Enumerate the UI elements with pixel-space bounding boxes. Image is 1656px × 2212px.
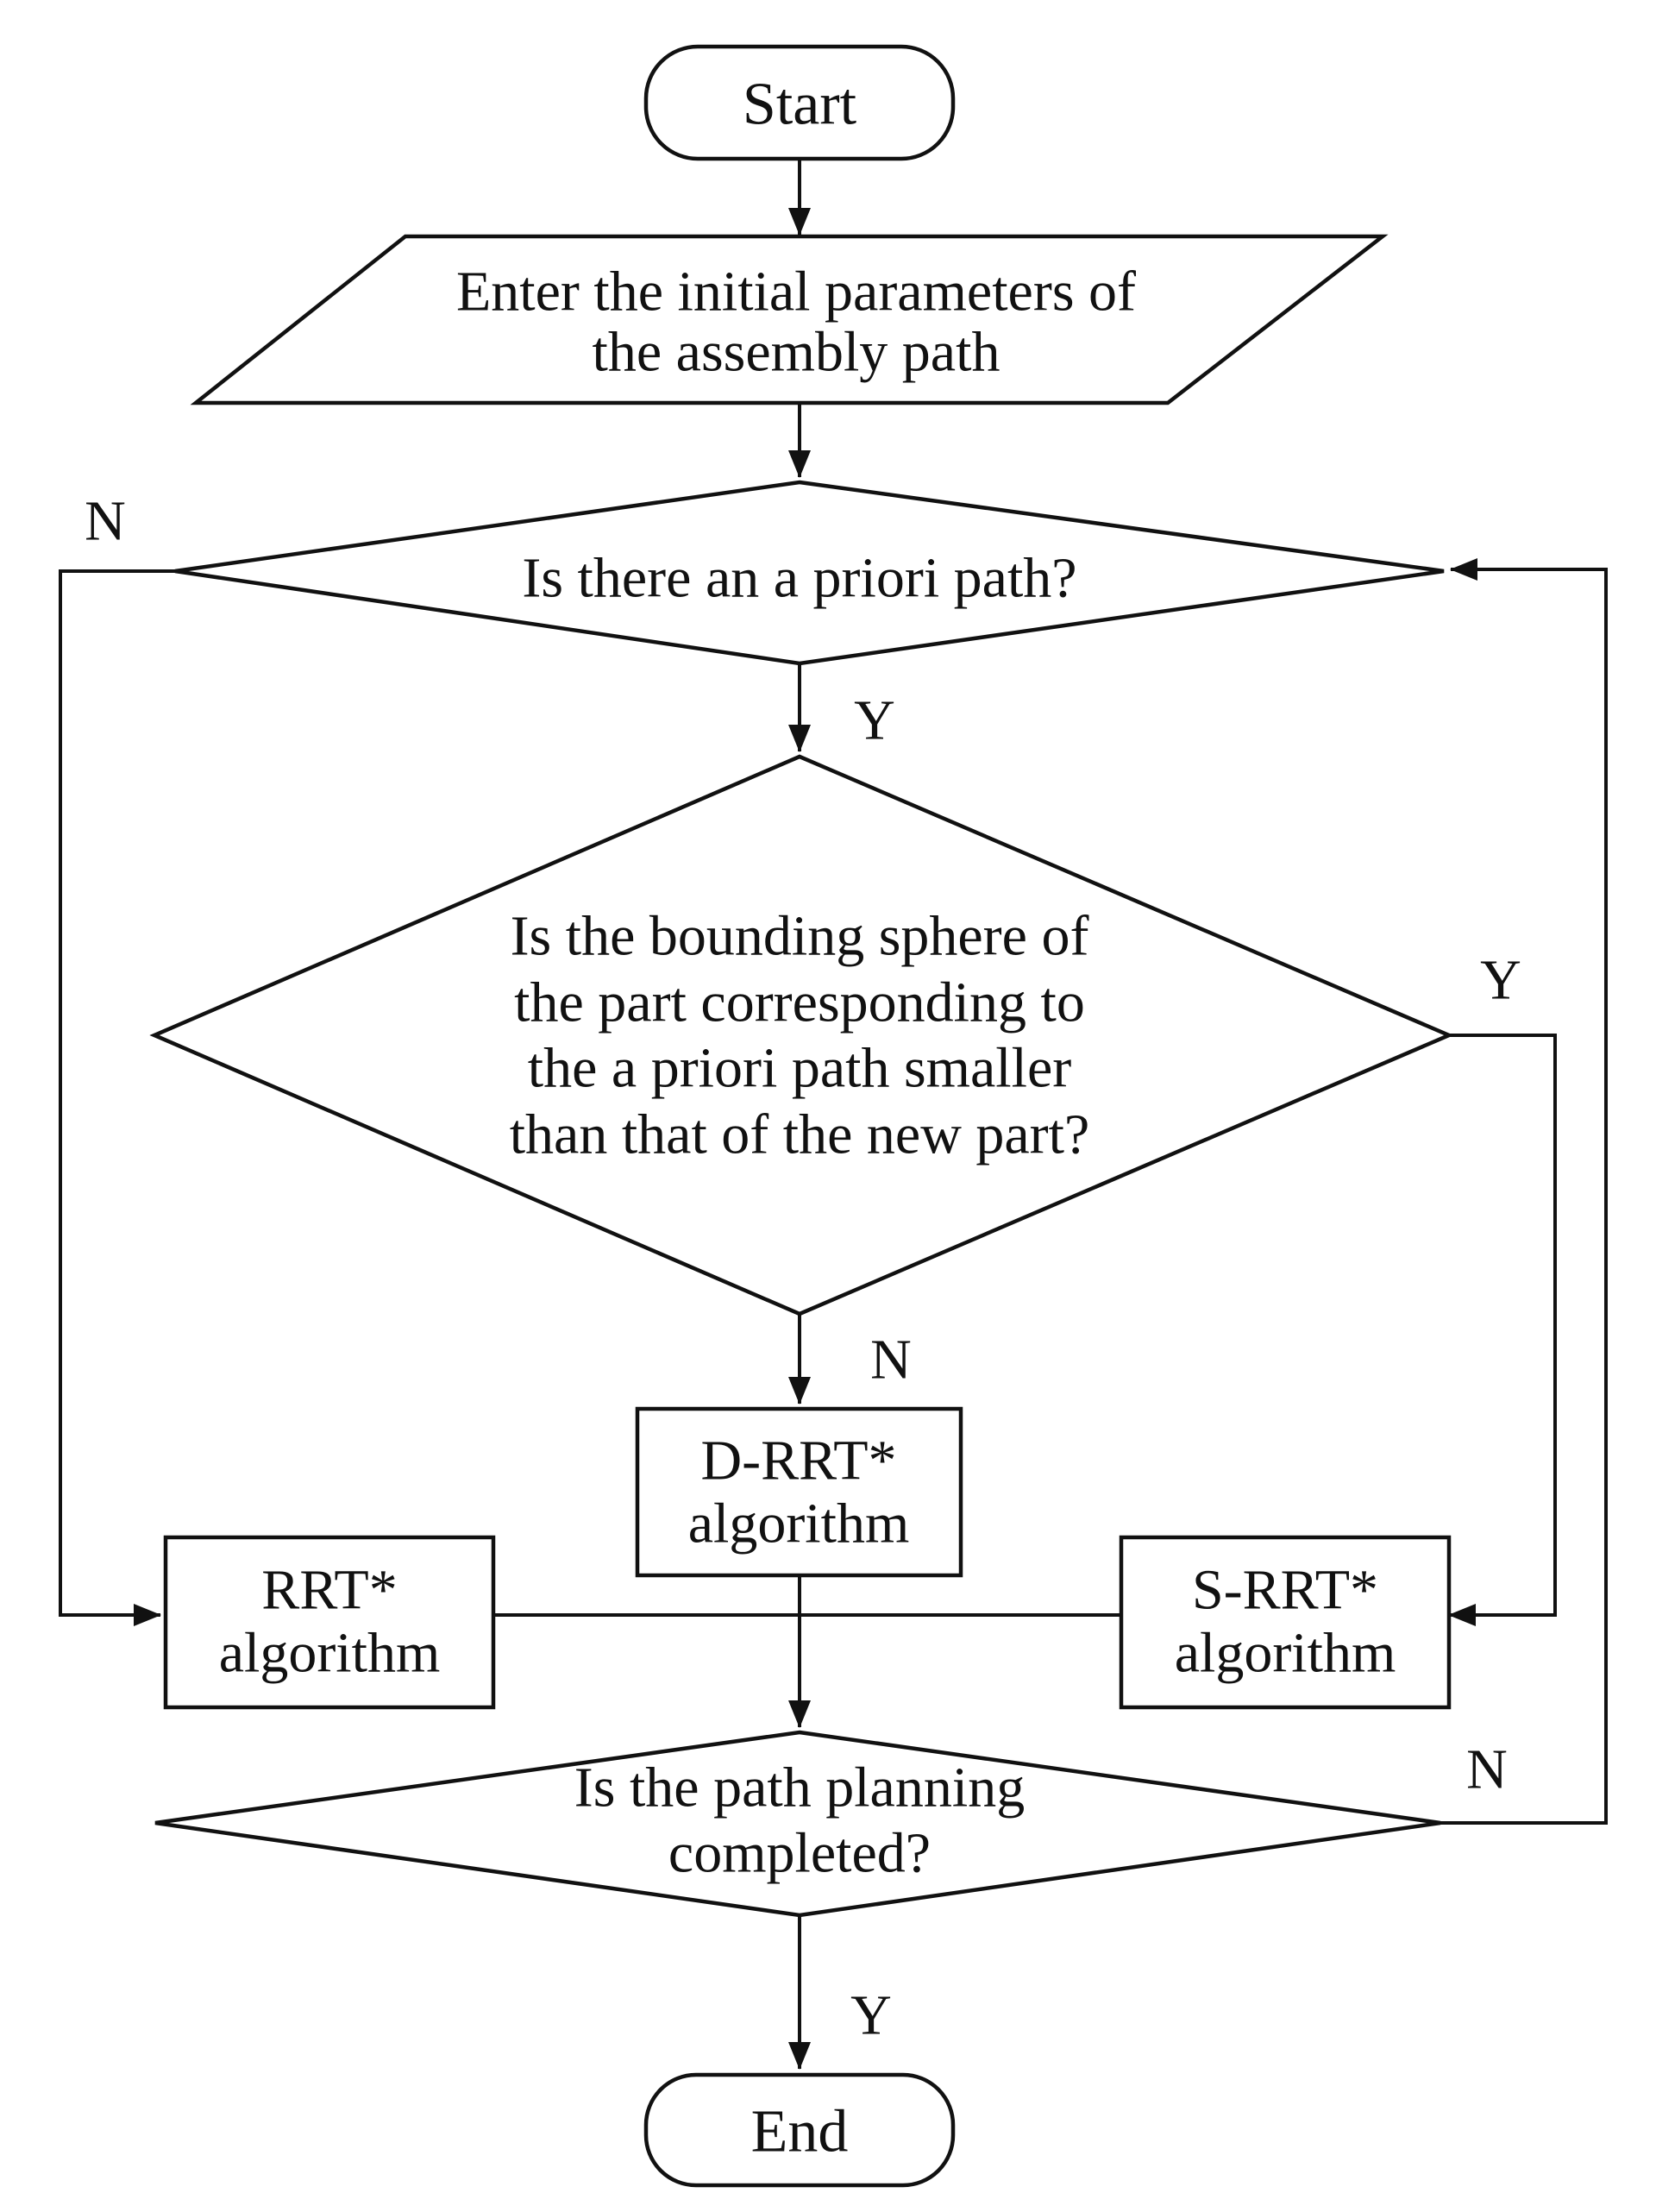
bounding-sphere-line2: the part corresponding to: [514, 971, 1085, 1034]
enter-parameters-node: Enter the initial parameters of the asse…: [190, 234, 1389, 405]
rrt-shape: [163, 1535, 496, 1710]
label-planning-yes: Y: [850, 1984, 892, 2047]
edge-a-priori-no-to-rrt: [59, 569, 175, 1626]
bounding-sphere-line3: the a priori path smaller: [528, 1037, 1071, 1100]
end-shape: [643, 2072, 956, 2188]
label-bounding-yes: Y: [1480, 949, 1521, 1012]
d-rrt-node: D-RRT* algorithm: [635, 1406, 963, 1578]
label-a-priori-no: N: [85, 490, 126, 553]
a-priori-decision-node: Is there an a priori path?: [174, 480, 1445, 666]
bounding-sphere-decision-shape: [149, 754, 1454, 1317]
rrt-line1: RRT*: [261, 1559, 397, 1622]
start-node: Start: [643, 44, 956, 161]
s-rrt-node: S-RRT* algorithm: [1119, 1535, 1452, 1710]
start-shape: [643, 44, 956, 161]
d-rrt-line1: D-RRT*: [700, 1430, 896, 1492]
path-planning-line2: completed?: [668, 1822, 931, 1885]
enter-parameters-shape: [190, 234, 1389, 405]
label-a-priori-yes: Y: [854, 689, 895, 752]
end-label: End: [751, 2099, 849, 2165]
edges: [59, 160, 1608, 2070]
rrt-line2: algorithm: [219, 1622, 441, 1685]
path-planning-decision-shape: [154, 1730, 1441, 1918]
a-priori-decision-shape: [174, 480, 1445, 666]
s-rrt-line2: algorithm: [1175, 1622, 1396, 1685]
enter-parameters-line2: the assembly path: [593, 321, 1000, 384]
path-planning-decision-node: Is the path planning completed?: [154, 1730, 1441, 1918]
bounding-sphere-line4: than that of the new part?: [510, 1103, 1090, 1166]
label-bounding-no: N: [870, 1329, 912, 1392]
enter-parameters-line1: Enter the initial parameters of: [456, 261, 1136, 324]
bounding-sphere-line1: Is the bounding sphere of: [511, 905, 1089, 968]
bounding-sphere-decision-node: Is the bounding sphere of the part corre…: [149, 754, 1454, 1317]
s-rrt-line1: S-RRT*: [1192, 1559, 1378, 1622]
rrt-node: RRT* algorithm: [163, 1535, 496, 1710]
end-node: End: [643, 2072, 956, 2188]
d-rrt-line2: algorithm: [688, 1492, 910, 1555]
branch-labels: N Y Y N N Y: [85, 490, 1521, 2047]
edge-bounding-yes-to-s-rrt: [1448, 1034, 1557, 1626]
a-priori-decision-line1: Is there an a priori path?: [522, 547, 1076, 610]
path-planning-line1: Is the path planning: [574, 1756, 1025, 1819]
start-label: Start: [743, 72, 857, 138]
d-rrt-shape: [635, 1406, 963, 1578]
edge-planning-no-to-a-priori-decision: [1440, 558, 1608, 1825]
label-planning-no: N: [1466, 1738, 1508, 1801]
s-rrt-shape: [1119, 1535, 1452, 1710]
